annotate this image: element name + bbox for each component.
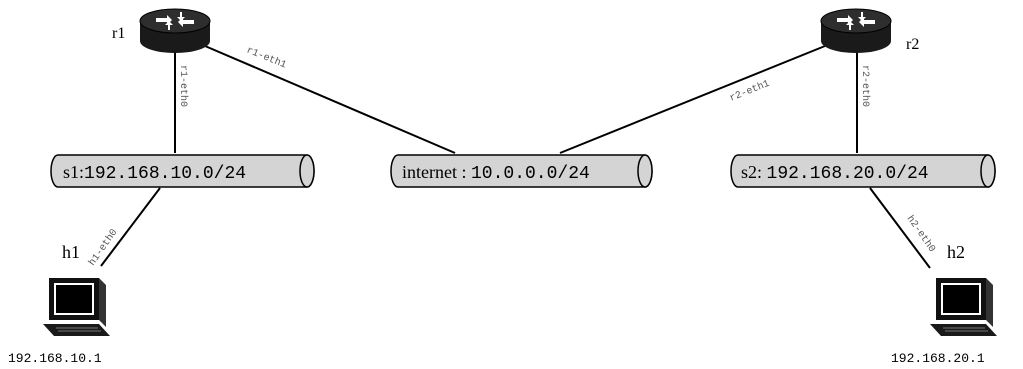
switch-name: internet [402, 162, 457, 182]
host-label: h1 [62, 242, 80, 262]
pipe-end [637, 154, 653, 188]
computer-icon [930, 278, 997, 336]
pipe-end [299, 154, 315, 188]
switch-subnet: 192.168.10.0/24 [84, 164, 246, 184]
iface-r2-eth0: r2-eth0 [859, 65, 871, 107]
link-r2-internet [559, 45, 826, 154]
switch-name: s2 [741, 162, 757, 182]
switch-name: s1 [63, 162, 79, 182]
iface-r1-eth1: r1-eth1 [245, 45, 288, 72]
switch-label: s1:192.168.10.0/24 [63, 162, 246, 184]
host-ip: 192.168.10.1 [8, 351, 102, 366]
host-h2: h2 192.168.20.1 [891, 242, 997, 366]
host-h1: h1 192.168.10.1 [8, 242, 110, 366]
host-label: h2 [947, 242, 965, 262]
iface-h2-eth0: h2-eth0 [904, 213, 938, 254]
switch-subnet: 192.168.20.0/24 [767, 164, 929, 184]
switch-separator: : [79, 162, 84, 182]
links [100, 45, 931, 269]
switch-separator: : [757, 162, 767, 182]
iface-r1-eth0: r1-eth0 [177, 65, 189, 107]
host-ip: 192.168.20.1 [891, 351, 985, 366]
switch-separator: : [457, 162, 471, 182]
router-icon [820, 8, 892, 53]
link-r1-internet [204, 45, 456, 154]
switch-s2: s2: 192.168.20.0/24 [730, 154, 996, 188]
switch-label: s2: 192.168.20.0/24 [741, 162, 929, 184]
switch-label: internet : 10.0.0.0/24 [402, 162, 590, 184]
link-s1-h1 [100, 187, 161, 267]
router-r1: r1 [112, 8, 211, 53]
switch-s1: s1:192.168.10.0/24 [50, 154, 315, 188]
router-icon [139, 8, 211, 53]
router-label: r1 [112, 25, 125, 42]
computer-icon [43, 278, 110, 336]
router-label: r2 [906, 36, 919, 53]
switch-internet: internet : 10.0.0.0/24 [390, 154, 653, 188]
router-r2: r2 [820, 8, 919, 53]
link-s2-h2 [869, 187, 931, 269]
pipe-end [980, 154, 996, 188]
switch-subnet: 10.0.0.0/24 [471, 164, 590, 184]
